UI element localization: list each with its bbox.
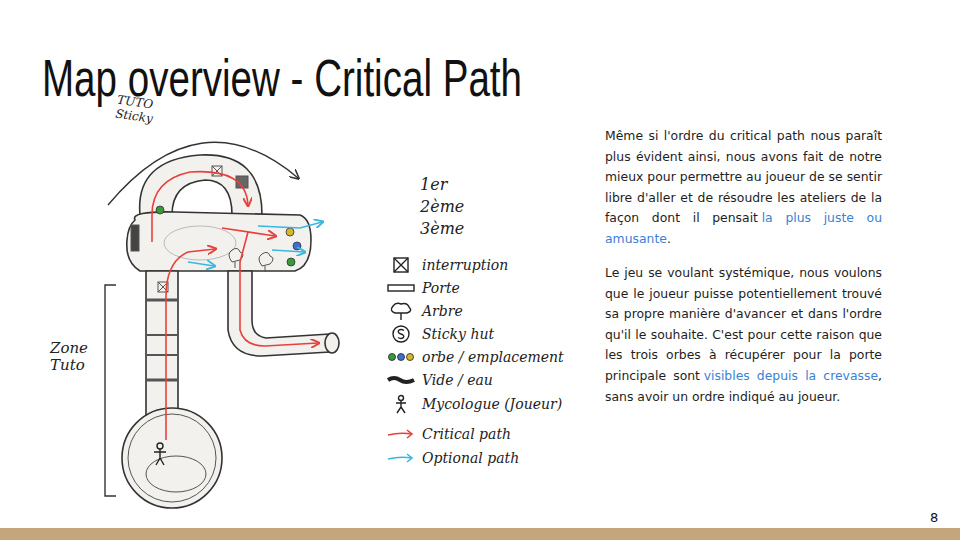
- optional-path: [188, 222, 322, 266]
- page-number: 8: [930, 511, 950, 526]
- map-outline: [122, 155, 339, 508]
- body-paragraph: Même si l'ordre du critical path nous pa…: [605, 126, 882, 250]
- critical-path: [152, 172, 318, 440]
- loop-arc: [108, 142, 298, 205]
- legend-item: Arbre: [386, 300, 463, 322]
- body-text: Le jeu se voulant systémique, nous voulo…: [605, 265, 882, 383]
- legend-text: Optional path: [422, 450, 519, 466]
- legend-item: Optional path: [386, 447, 519, 469]
- legend-symbol: [386, 448, 416, 468]
- legend-item: orbe / emplacement: [386, 346, 564, 368]
- legend-symbol: [386, 301, 416, 321]
- legend-item: Mycologue (Joueur): [386, 393, 562, 415]
- legend-text: Mycologue (Joueur): [422, 396, 562, 412]
- legend-symbol: [386, 255, 416, 275]
- map-annotation: 3ème: [420, 220, 480, 238]
- legend-text: Sticky hut: [422, 326, 494, 342]
- map-annotation: 1er: [420, 176, 480, 194]
- player-figure: [154, 443, 166, 465]
- legend-symbol: [386, 278, 416, 298]
- legend-item: Sticky hut: [386, 323, 494, 345]
- footer-bar: [0, 528, 960, 540]
- legend-symbol: [386, 424, 416, 444]
- legend-symbol: [386, 324, 416, 344]
- legend-text: Critical path: [422, 426, 511, 442]
- legend-item: Vide / eau: [386, 369, 493, 391]
- map-annotation: Zone Tuto: [50, 340, 98, 375]
- legend-text: orbe / emplacement: [422, 349, 564, 365]
- map-detail: [128, 166, 273, 502]
- legend-symbol: [386, 347, 416, 367]
- legend-text: Vide / eau: [422, 372, 493, 388]
- zone-bracket: [105, 285, 116, 496]
- legend-text: interruption: [422, 257, 508, 273]
- legend-item: interruption: [386, 254, 508, 276]
- legend-text: Arbre: [422, 303, 463, 319]
- legend-item: Critical path: [386, 423, 511, 445]
- orb-markers: [156, 206, 301, 266]
- body-paragraph: Le jeu se voulant systémique, nous voulo…: [605, 263, 882, 407]
- slide-title: Map overview - Critical Path: [42, 48, 522, 108]
- legend-symbol: [386, 370, 416, 390]
- highlight-text: visibles depuis la crevasse: [704, 368, 878, 383]
- body-text: .: [667, 231, 671, 246]
- legend-text: Porte: [422, 280, 460, 296]
- map-annotation: 2ème: [420, 198, 480, 216]
- legend-symbol: [386, 394, 416, 414]
- legend-item: Porte: [386, 277, 460, 299]
